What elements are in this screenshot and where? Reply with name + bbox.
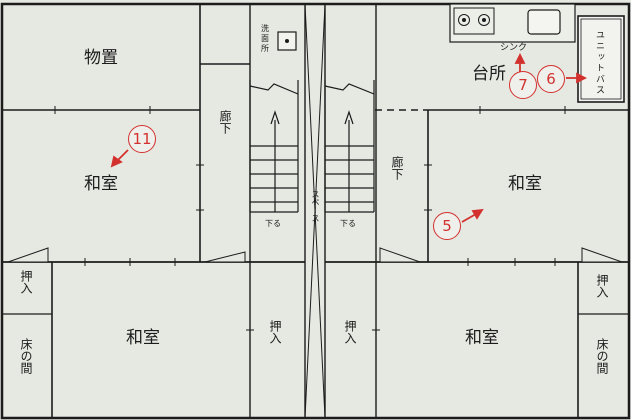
burner [462, 18, 466, 22]
burner [478, 14, 490, 26]
unit-bath-inner [580, 18, 622, 100]
corridor-left-label: 廊下 [218, 110, 232, 134]
washbasin-drain [285, 39, 289, 43]
stairs-down-right-label: 下る [340, 219, 356, 228]
tokonoma-left-label: 床の間 [19, 338, 33, 374]
stairs-right [324, 80, 375, 213]
unit-bath-label: ユニットバス [594, 30, 604, 96]
space-diagonal [304, 3, 326, 419]
storage-label: 物置 [84, 48, 118, 68]
space-label: スペース [311, 190, 320, 222]
marker-6: 6 [537, 65, 565, 93]
unit-bath-box [577, 15, 625, 103]
washitsu-lower-right-label: 和室 [465, 328, 499, 348]
sink-basin [527, 9, 561, 35]
sink-label: シンク [500, 43, 528, 53]
stairs-left [249, 80, 299, 213]
stairs-down-left-label: 下る [265, 219, 281, 228]
washitsu-lower-left-label: 和室 [126, 328, 160, 348]
oshiire-center-left-label: 押入 [268, 320, 282, 344]
washitsu-upper-left-label: 和室 [84, 174, 118, 194]
oshiire-far-left-label: 押入 [19, 270, 33, 294]
stove [453, 7, 495, 35]
kitchen-label: 台所 [472, 64, 506, 84]
wall-ticks [54, 106, 566, 331]
corridor-right-label: 廊下 [390, 156, 404, 180]
door-swings [7, 247, 623, 263]
washitsu-upper-right-label: 和室 [508, 174, 542, 194]
marker-arrows [110, 52, 588, 223]
oshiire-center-right-label: 押入 [343, 320, 357, 344]
oshiire-far-right-label: 押入 [595, 274, 609, 298]
marker-5: 5 [433, 212, 461, 240]
tokonoma-right-label: 床の間 [595, 338, 609, 374]
marker-7: 7 [509, 71, 537, 99]
washroom-label: 洗面所 [261, 24, 269, 53]
marker-11: 11 [128, 125, 156, 153]
burner [458, 14, 470, 26]
burner [482, 18, 486, 22]
